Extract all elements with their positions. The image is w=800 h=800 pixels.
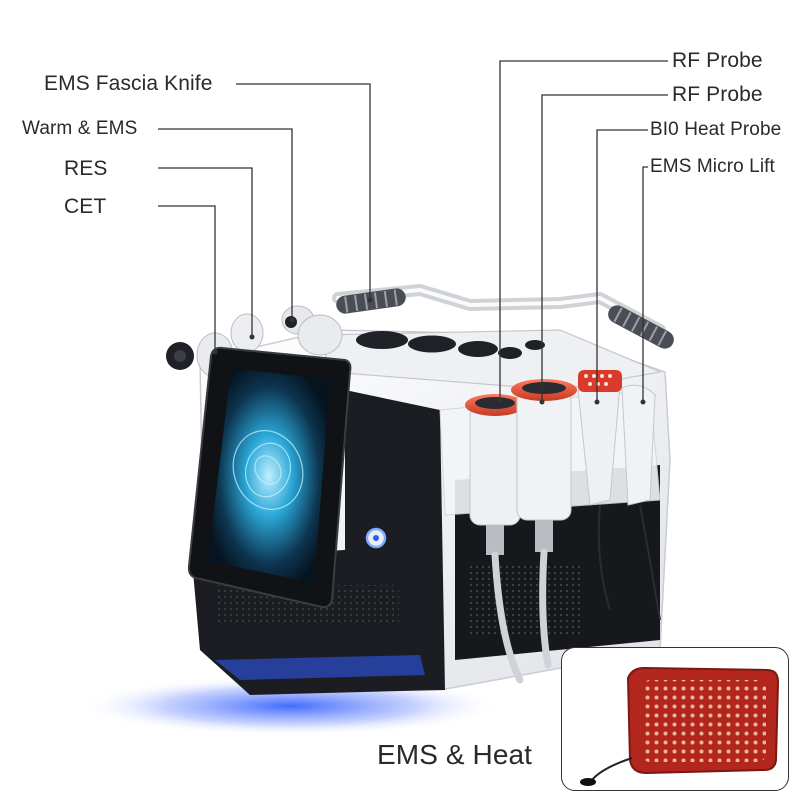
heat-pad-illustration	[580, 666, 780, 786]
label-ems-fascia-knife: EMS Fascia Knife	[44, 72, 213, 95]
label-rf-probe-1: RF Probe	[672, 49, 763, 72]
label-warm-ems: Warm & EMS	[22, 118, 138, 139]
ems-micro-lift	[621, 384, 656, 506]
rf-probe-2	[511, 379, 577, 552]
left-probes	[166, 305, 343, 378]
label-res: RES	[64, 157, 108, 180]
label-rf-probe-2: RF Probe	[672, 83, 763, 106]
right-vent-grill	[470, 565, 580, 635]
ems-heat-inset	[561, 647, 789, 791]
touch-screen	[187, 346, 352, 609]
label-bio-heat-probe: BI0 Heat Probe	[650, 119, 782, 140]
probe-cables	[491, 548, 552, 684]
right-roller-handle	[608, 305, 674, 349]
leader-lines	[158, 60, 668, 402]
bio-heat-probe	[577, 370, 622, 506]
label-ems-micro-lift: EMS Micro Lift	[650, 156, 775, 177]
label-cet: CET	[64, 195, 107, 218]
rf-probe-1	[465, 394, 525, 555]
label-ems-heat: EMS & Heat	[377, 739, 533, 770]
front-vent-grill	[214, 585, 399, 625]
